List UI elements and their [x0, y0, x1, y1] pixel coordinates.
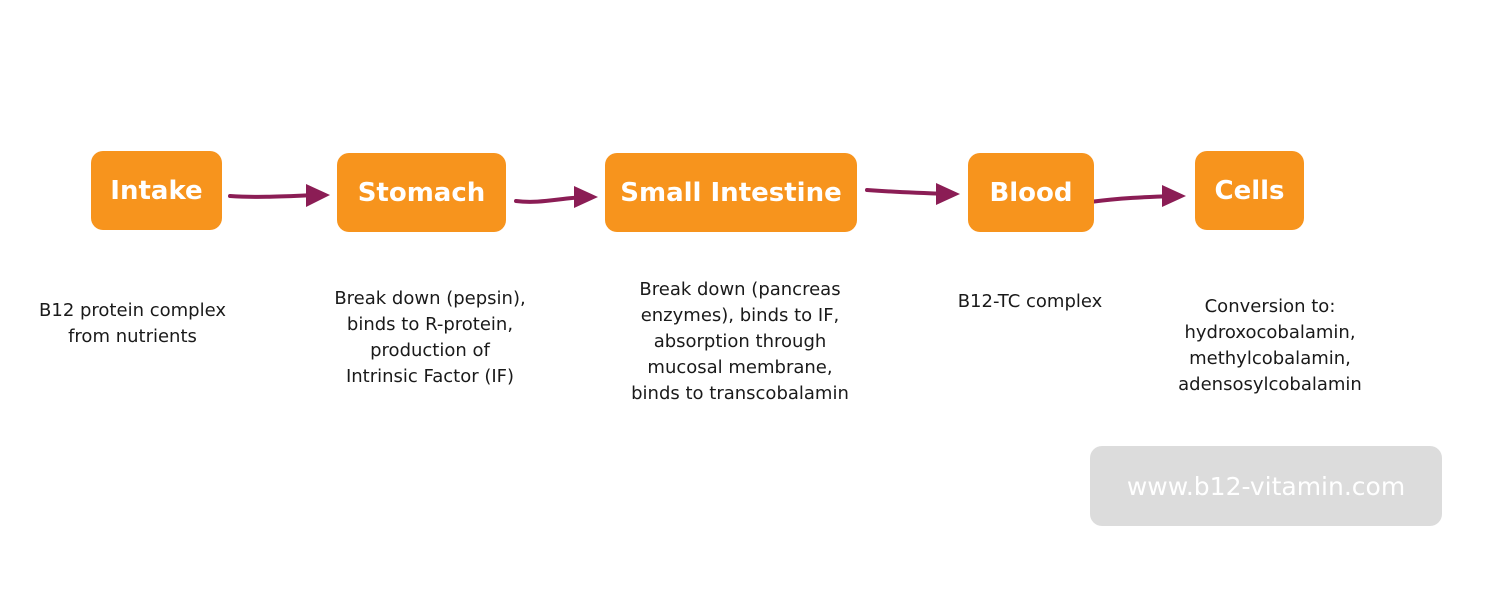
description-cells: Conversion to: hydroxocobalamin, methylc…	[1178, 296, 1362, 395]
arrowhead-stomach-to-small-intestine	[574, 186, 598, 208]
node-small-intestine: Small Intestine	[605, 153, 857, 232]
node-cells: Cells	[1195, 151, 1304, 230]
arrowhead-small-intestine-to-blood	[936, 183, 960, 205]
description-stomach: Break down (pepsin), binds to R-protein,…	[334, 288, 526, 387]
description-intake: B12 protein complex from nutrients	[39, 300, 226, 347]
arrow-small-intestine-to-blood	[865, 188, 950, 196]
arrow-blood-to-cells	[1088, 194, 1176, 204]
arrow-intake-to-stomach	[228, 193, 320, 199]
arrow-stomach-to-small-intestine	[514, 195, 588, 204]
description-blood: B12-TC complex	[957, 291, 1103, 312]
description-small-intestine: Break down (pancreas enzymes), binds to …	[631, 279, 849, 404]
node-intake: Intake	[91, 151, 222, 230]
node-stomach: Stomach	[337, 153, 506, 232]
arrowhead-blood-to-cells	[1162, 185, 1186, 207]
watermark: www.b12-vitamin.com	[1090, 446, 1442, 526]
node-blood: Blood	[968, 153, 1094, 232]
arrowhead-intake-to-stomach	[306, 184, 330, 207]
